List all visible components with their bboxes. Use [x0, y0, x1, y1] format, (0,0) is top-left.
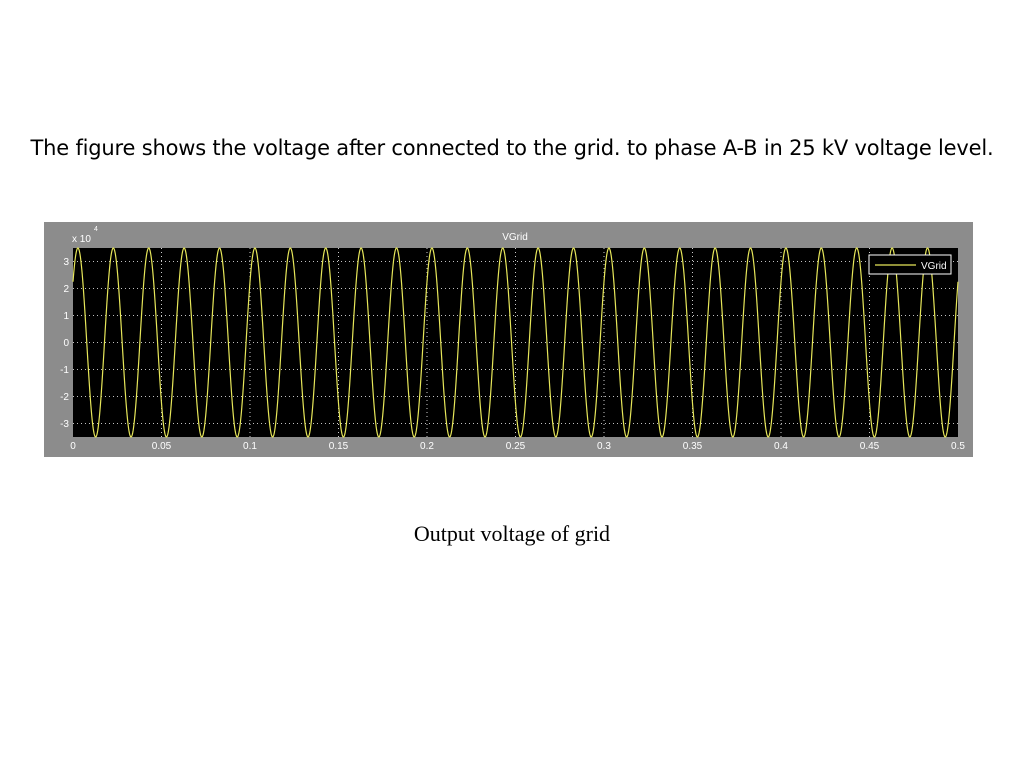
x-tick-label: 0.1 — [243, 441, 257, 452]
tick-labels: 0 0.05 0.1 0.15 0.2 0.25 0.3 0.35 0.4 0.45 0.5 3 2 1 0… — [60, 257, 965, 452]
x-tick-label: 0.05 — [152, 441, 172, 452]
y-tick-label: 3 — [63, 257, 69, 268]
legend-label-vgrid: VGrid — [921, 261, 947, 272]
x-tick-label: 0.3 — [597, 441, 611, 452]
figure-caption: Output voltage of grid — [413, 521, 611, 546]
y-multiplier-label: x 10 — [72, 234, 91, 245]
slide-headline: The figure shows the voltage after conne… — [30, 136, 994, 160]
x-tick-label: 0.4 — [774, 441, 788, 452]
legend: VGrid — [868, 254, 952, 275]
y-tick-label: 0 — [63, 338, 69, 349]
x-tick-label: 0.35 — [683, 441, 703, 452]
y-tick-label: 1 — [63, 311, 69, 322]
x-tick-label: 0.45 — [860, 441, 880, 452]
x-tick-label: 0.5 — [951, 441, 965, 452]
x-tick-label: 0 — [70, 441, 76, 452]
x-tick-label: 0.25 — [506, 441, 526, 452]
chart-title: VGrid — [502, 232, 528, 243]
y-tick-label: 2 — [63, 284, 69, 295]
series-line-vgrid — [72, 247, 959, 438]
x-tick-label: 0.15 — [329, 441, 349, 452]
y-multiplier-exponent: 4 — [94, 226, 98, 233]
y-tick-label: -2 — [60, 392, 69, 403]
y-tick-label: -3 — [60, 419, 69, 430]
x-tick-label: 0.2 — [420, 441, 434, 452]
y-tick-label: -1 — [60, 365, 69, 376]
